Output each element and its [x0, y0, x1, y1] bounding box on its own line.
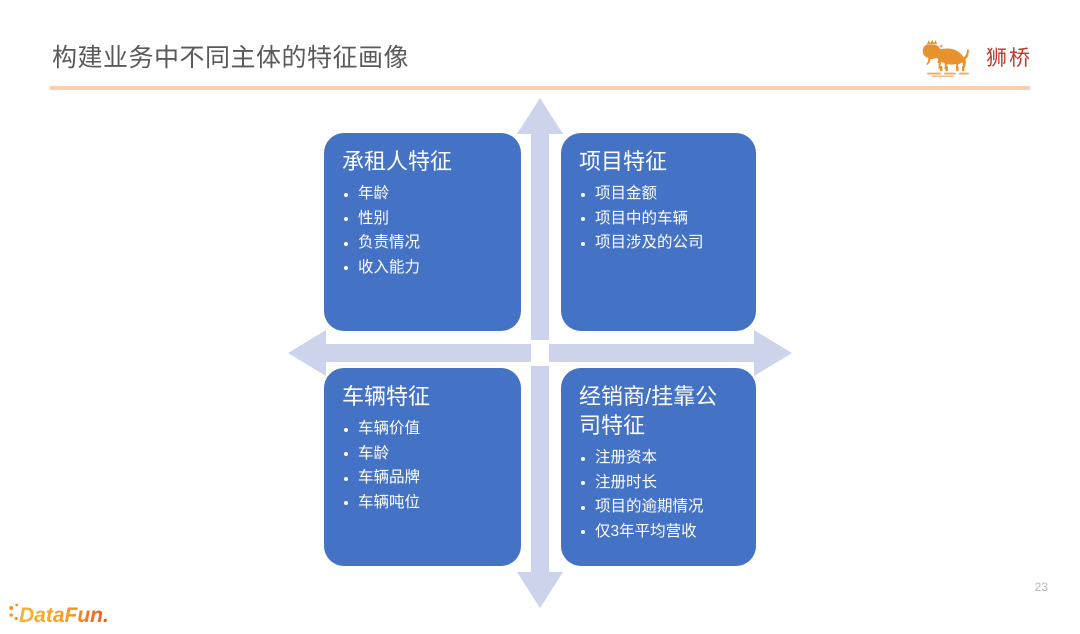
right-arrow — [549, 330, 792, 376]
down-arrow — [517, 366, 563, 608]
quadrant-feature-list: 车辆价值 车龄 车辆品牌 车辆吨位 — [342, 417, 503, 515]
quadrant-box-top-right[interactable]: 项目特征 项目金额 项目中的车辆 项目涉及的公司 — [561, 133, 756, 331]
list-item: 车龄 — [342, 442, 503, 467]
quadrant-box-top-left[interactable]: 承租人特征 年龄 性别 负责情况 收入能力 — [324, 133, 521, 331]
quadrant-title: 车辆特征 — [342, 384, 431, 409]
quadrant-feature-list: 注册资本 注册时长 项目的逾期情况 仅3年平均营收 — [579, 446, 738, 544]
list-item: 注册时长 — [579, 471, 738, 496]
list-item: 年龄 — [342, 182, 503, 207]
list-item: 车辆吨位 — [342, 491, 503, 516]
lion-icon — [922, 39, 969, 77]
list-item: 收入能力 — [342, 256, 503, 281]
up-arrow — [517, 98, 563, 340]
list-item: 注册资本 — [579, 446, 738, 471]
quadrant-title: 项目特征 — [579, 149, 668, 174]
left-arrow — [288, 330, 531, 376]
list-item: 项目金额 — [579, 182, 738, 207]
svg-text:DataFun.: DataFun. — [19, 604, 109, 627]
list-item: 仅3年平均营收 — [579, 520, 738, 545]
list-item: 负责情况 — [342, 231, 503, 256]
list-item: 项目涉及的公司 — [579, 231, 738, 256]
page-number: 23 — [1034, 580, 1048, 594]
brand-name: 狮桥 — [986, 47, 1032, 70]
list-item: 性别 — [342, 207, 503, 232]
quadrant-feature-list: 项目金额 项目中的车辆 项目涉及的公司 — [579, 182, 738, 256]
list-item: 项目的逾期情况 — [579, 495, 738, 520]
page-title: 构建业务中不同主体的特征画像 — [52, 44, 410, 72]
quadrant-feature-list: 年龄 性别 负责情况 收入能力 — [342, 182, 503, 280]
list-item: 项目中的车辆 — [579, 207, 738, 232]
quadrant-box-bottom-right[interactable]: 经销商/挂靠公司特征 注册资本 注册时长 项目的逾期情况 仅3年平均营收 — [561, 368, 756, 566]
quadrant-box-bottom-left[interactable]: 车辆特征 车辆价值 车龄 车辆品牌 车辆吨位 — [324, 368, 521, 566]
list-item: 车辆品牌 — [342, 466, 503, 491]
quadrant-title: 承租人特征 — [342, 149, 453, 174]
brand-logo: 狮桥 — [914, 36, 1032, 78]
list-item: 车辆价值 — [342, 417, 503, 442]
header-divider — [50, 86, 1030, 90]
quadrant-title: 经销商/挂靠公司特征 — [579, 384, 718, 438]
datafun-logo-icon: DataFun. — [6, 598, 124, 630]
quadrant-axis-arrows — [288, 98, 792, 608]
